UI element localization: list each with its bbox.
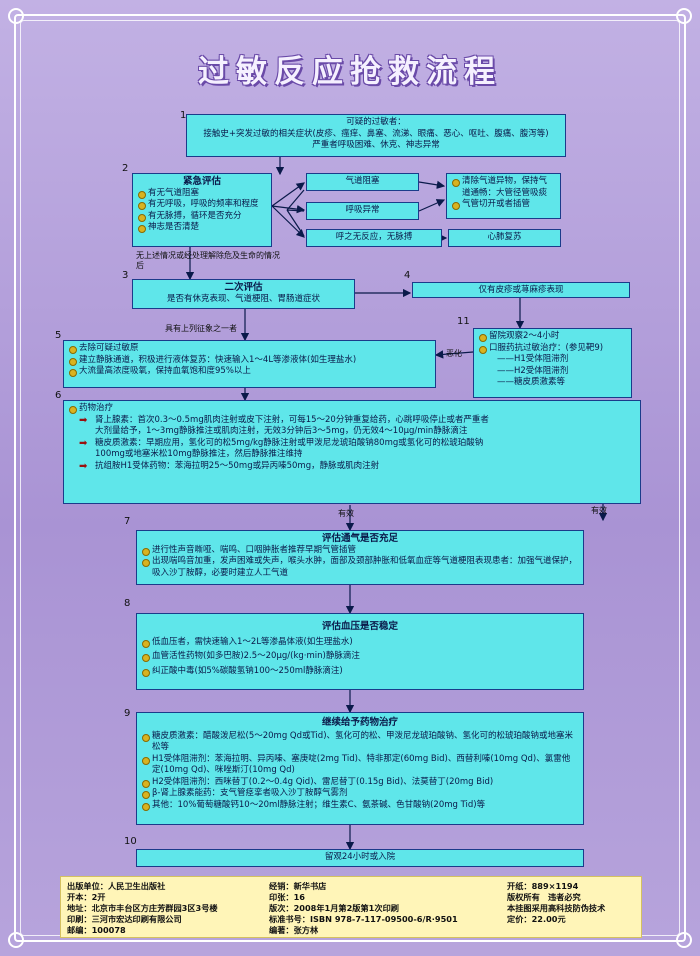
box-secondary-assessment: 二次评估 是否有休克表现、气道梗阻、胃肠道症状 bbox=[132, 279, 355, 309]
box-observe-24h: 留观24小时或入院 bbox=[136, 849, 584, 867]
list-item: H1受体阻滞剂：苯海拉明、异丙嗪、塞庚啶(2mg Tid)、特非那定(60mg … bbox=[142, 754, 578, 777]
box-drug-therapy: 药物治疗 肾上腺素：首次0.3～0.5mg肌肉注射或皮下注射，可每15～20分钟… bbox=[63, 400, 641, 504]
list-item: 建立静脉通道，积极进行液体复苏：快速输入1～4L等渗液体(如生理盐水) bbox=[69, 355, 430, 367]
box-airway-obstruction: 气道阻塞 bbox=[306, 173, 419, 191]
box-text: 是否有休克表现、气道梗阻、胃肠道症状 bbox=[166, 293, 320, 304]
footer-printer: 印刷：三河市宏达印刷有限公司 bbox=[67, 914, 182, 924]
label-effective: 有效 bbox=[591, 506, 607, 515]
footer-rights: 版权所有 违者必究 bbox=[507, 892, 581, 902]
box-continue-drugs: 继续给予药物治疗 糖皮质激素：醋酸泼尼松(5～20mg Qd或Tid)、氢化可的… bbox=[136, 712, 584, 825]
footer-address: 地址：北京市丰台区方庄芳群园3区3号楼 bbox=[67, 903, 218, 913]
publication-info: 出版单位：人民卫生出版社 开本：2开 地址：北京市丰台区方庄芳群园3区3号楼 印… bbox=[60, 876, 642, 938]
list-item: 留院观察2～4小时 bbox=[479, 331, 626, 343]
footer-price: 定价：22.00元 bbox=[507, 914, 566, 924]
box-title: 评估通气是否充足 bbox=[321, 533, 398, 544]
step-number: 2 bbox=[122, 163, 129, 174]
frame-corner-ornament bbox=[8, 8, 24, 24]
label-any-sign: 具有上列征象之一者 bbox=[165, 324, 237, 333]
frame-corner-ornament bbox=[676, 8, 692, 24]
footer-isbn: 标准书号：ISBN 978-7-117-09500-6/R·9501 bbox=[269, 914, 458, 924]
box-title: 继续给予药物治疗 bbox=[321, 717, 398, 728]
list-item: 有无呼吸，呼吸的频率和程度 bbox=[138, 199, 266, 211]
label-worsen: 恶化 bbox=[446, 349, 462, 358]
step-number: 3 bbox=[122, 270, 129, 281]
list-item: 糖皮质激素：醋酸泼尼松(5～20mg Qd或Tid)、氢化可的松、甲泼尼龙琥珀酸… bbox=[142, 731, 578, 754]
step-number: 5 bbox=[55, 330, 62, 341]
step-number: 7 bbox=[124, 516, 131, 527]
box-text: 接触史+突发过敏的相关症状(皮疹、瘙痒、鼻塞、流涕、眼痛、恶心、呕吐、腹痛、腹泻… bbox=[203, 128, 549, 139]
drug-adrenaline: 肾上腺素：首次0.3～0.5mg肌肉注射或皮下注射，可每15～20分钟重复给药，… bbox=[79, 415, 495, 438]
step-number: 1 bbox=[180, 110, 187, 121]
footer-format: 开本：2开 bbox=[67, 892, 106, 902]
list-item: 有无气道阻塞 bbox=[138, 188, 266, 200]
list-item: 纠正酸中毒(如5%碳酸氢钠100～250ml静脉滴注) bbox=[142, 666, 578, 678]
drug-antihistamine: 抗组胺H1受体药物：苯海拉明25～50mg或异丙嗪50mg，静脉或肌肉注射 bbox=[79, 461, 635, 473]
list-item: 去除可疑过敏原 bbox=[69, 343, 430, 355]
outer-frame bbox=[14, 14, 686, 942]
step-number: 4 bbox=[404, 270, 411, 281]
list-item: 低血压者，需快速输入1～2L等渗晶体液(如生理盐水) bbox=[142, 637, 578, 649]
list-item: 神志是否清楚 bbox=[138, 222, 266, 234]
footer-sheets: 印张：16 bbox=[269, 892, 305, 902]
list-item: 药物治疗 bbox=[69, 403, 635, 415]
frame-corner-ornament bbox=[676, 932, 692, 948]
label-effective: 有效 bbox=[338, 509, 354, 518]
list-item: 口服药抗过敏治疗：(参见靶9) bbox=[479, 343, 626, 355]
list-item: 出现喘鸣音加重，发声困难或失声，喉头水肿，面部及颈部肿胀和低氧血症等气道梗阻表现… bbox=[142, 556, 578, 579]
footer-postcode: 邮编：100078 bbox=[67, 925, 126, 935]
list-item: β-肾上腺素能药：支气管痉挛者吸入沙丁胺醇气雾剂 bbox=[142, 788, 578, 800]
box-ventilation: 评估通气是否充足 进行性声音嘶哑、喘鸣、口咽肿胀者推荐早期气管插管 出现喘鸣音加… bbox=[136, 530, 584, 585]
sub-item: ——H2受体阻滞剂 bbox=[497, 365, 569, 376]
box-rash-only: 仅有皮疹或荨麻疹表现 bbox=[412, 282, 630, 298]
box-initial-treatment: 去除可疑过敏原 建立静脉通道，积极进行液体复苏：快速输入1～4L等渗液体(如生理… bbox=[63, 340, 436, 388]
step-number: 9 bbox=[124, 708, 131, 719]
step-number: 8 bbox=[124, 598, 131, 609]
step-number: 6 bbox=[55, 390, 62, 401]
box-text: 严重者呼吸困难、休克、神志异常 bbox=[312, 140, 440, 150]
step-number: 11 bbox=[457, 316, 470, 327]
list-item: 其他：10%葡萄糖酸钙10～20ml静脉注射；维生素C、氨茶碱、色甘酸钠(20m… bbox=[142, 800, 578, 812]
footer-editor: 编著：张方林 bbox=[269, 925, 319, 935]
box-emergency-assessment: 紧急评估 有无气道阻塞 有无呼吸，呼吸的频率和程度 有无脉搏，循环是否充分 神志… bbox=[132, 173, 272, 247]
footer-size: 开纸：889×1194 bbox=[507, 881, 579, 891]
footer-edition: 版次：2008年1月第2版第1次印刷 bbox=[269, 903, 399, 913]
box-title: 紧急评估 bbox=[182, 176, 221, 187]
box-cpr: 心肺复苏 bbox=[448, 229, 561, 247]
sub-item: ——糖皮质激素等 bbox=[497, 377, 566, 387]
sub-item: ——H1受体阻滞剂 bbox=[497, 354, 569, 364]
box-blood-pressure: 评估血压是否稳定 低血压者，需快速输入1～2L等渗晶体液(如生理盐水) 血管活性… bbox=[136, 613, 584, 690]
step-number: 10 bbox=[124, 836, 137, 847]
list-item: 气管切开或者插管 bbox=[452, 199, 555, 211]
drug-steroid: 糖皮质激素：早期应用，氢化可的松5mg/kg静脉注射或甲泼尼龙琥珀酸钠80mg或… bbox=[79, 438, 495, 461]
footer-anticounterfeit: 本挂图采用高科技防伪技术 bbox=[507, 903, 606, 913]
footer-publisher: 出版单位：人民卫生出版社 bbox=[67, 881, 166, 891]
list-item: 进行性声音嘶哑、喘鸣、口咽肿胀者推荐早期气管插管 bbox=[142, 545, 578, 557]
list-item: 有无脉搏，循环是否充分 bbox=[138, 211, 266, 223]
page-title: 过敏反应抢救流程 bbox=[198, 54, 502, 90]
box-breathing-abnormal: 呼吸异常 bbox=[306, 202, 419, 220]
box-title: 二次评估 bbox=[224, 282, 263, 293]
box-title: 可疑的过敏者： bbox=[346, 117, 406, 127]
list-item: 清除气道异物，保持气道通畅：大管径管吸痰 bbox=[452, 176, 555, 199]
list-item: 血管活性药物(如多巴胺)2.5～20μg/(kg·min)静脉滴注 bbox=[142, 651, 578, 663]
list-item: 大流量高浓度吸氧，保持血氧饱和度95%以上 bbox=[69, 366, 430, 378]
frame-corner-ornament bbox=[8, 932, 24, 948]
box-suspected-allergy: 可疑的过敏者： 接触史+突发过敏的相关症状(皮疹、瘙痒、鼻塞、流涕、眼痛、恶心、… bbox=[186, 114, 566, 157]
footer-distributor: 经销：新华书店 bbox=[269, 881, 327, 891]
label-no-danger: 无上述情况或经处理解除危及生命的情况后 bbox=[136, 251, 280, 270]
box-observation: 留院观察2～4小时 口服药抗过敏治疗：(参见靶9) ——H1受体阻滞剂 ——H2… bbox=[473, 328, 632, 398]
box-no-pulse: 呼之无反应，无脉搏 bbox=[306, 229, 442, 247]
box-clear-airway: 清除气道异物，保持气道通畅：大管径管吸痰 气管切开或者插管 bbox=[446, 173, 561, 219]
box-title: 评估血压是否稳定 bbox=[321, 621, 398, 632]
list-item: H2受体阻滞剂：西咪替丁(0.2～0.4g Qid)、雷尼替丁(0.15g Bi… bbox=[142, 777, 578, 789]
